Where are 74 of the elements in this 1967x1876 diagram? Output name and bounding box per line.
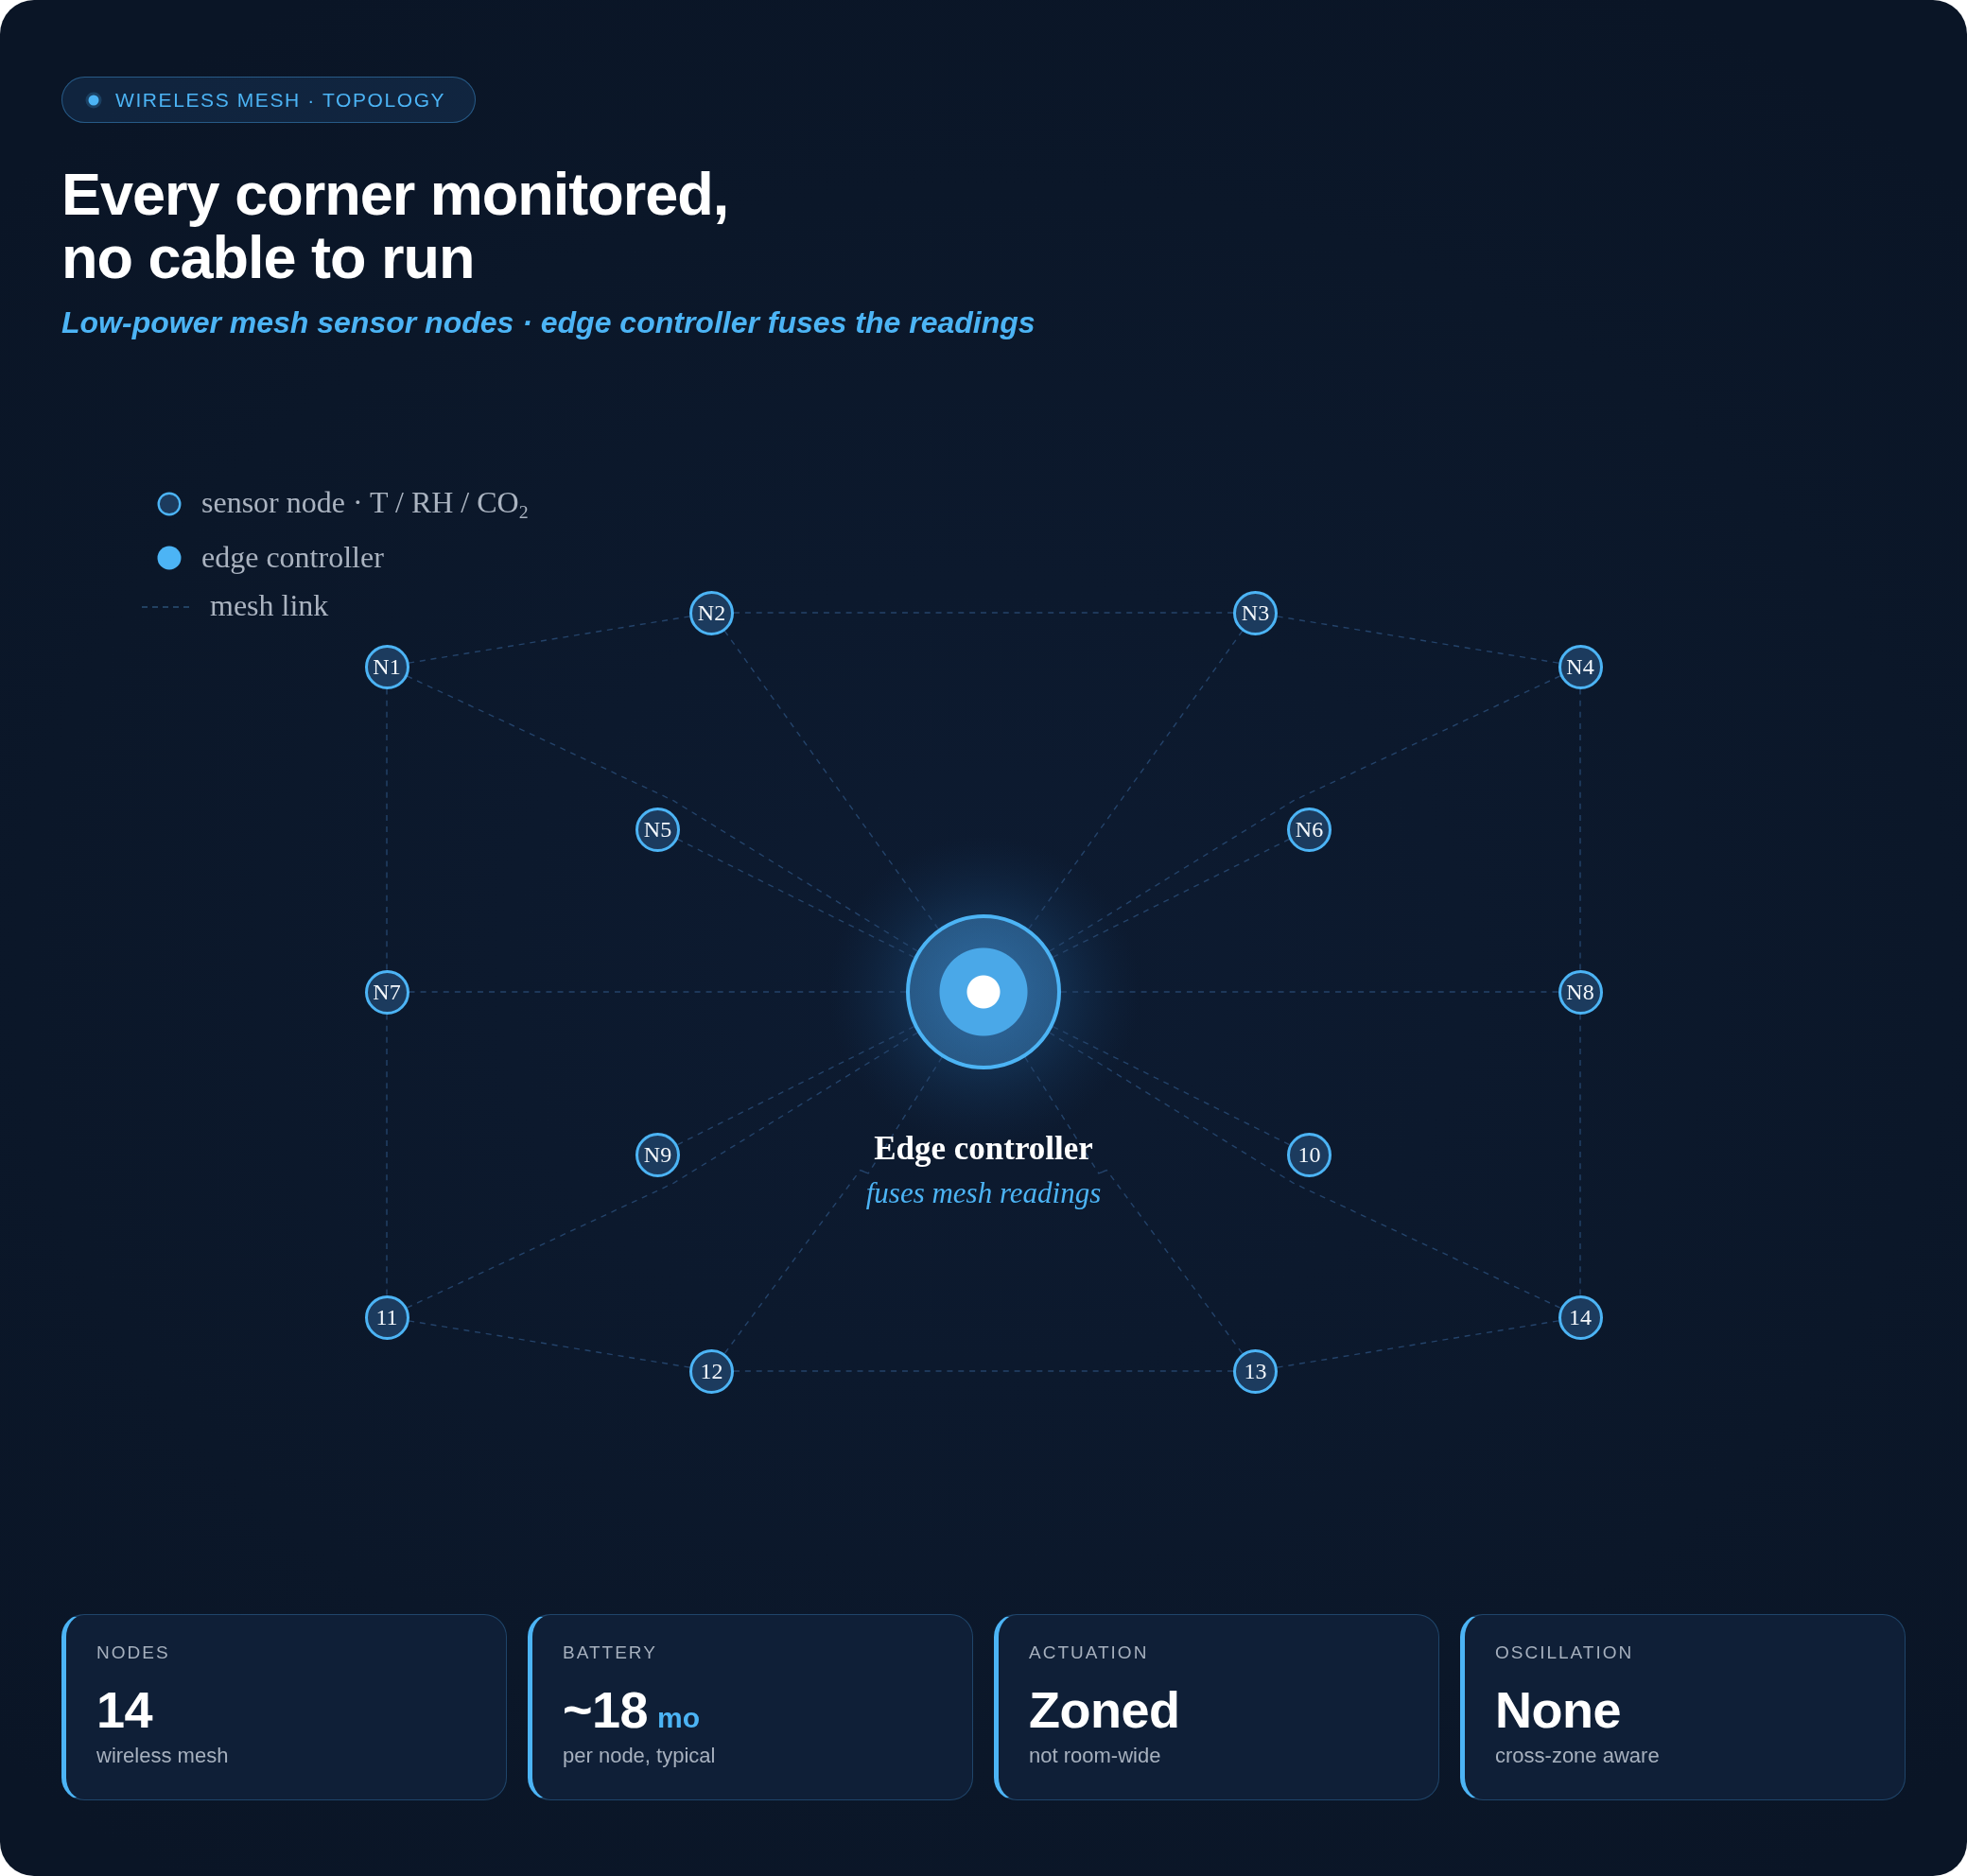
- mesh-link: [1277, 1320, 1559, 1368]
- sensor-node: [1558, 1294, 1603, 1340]
- node-subtitle: fuses mesh readings: [865, 1175, 1102, 1210]
- mesh-link: [1060, 991, 1559, 993]
- sensor-node: [1287, 807, 1332, 852]
- node-label: N7: [373, 981, 401, 1003]
- mesh-link: [723, 630, 939, 930]
- node-label: N2: [697, 601, 726, 624]
- mesh-link: [1579, 687, 1581, 971]
- node-label: N8: [1566, 981, 1594, 1003]
- mesh-link: [723, 1056, 943, 1354]
- stat-card: [61, 1614, 507, 1800]
- stat-value: Zoned: [1029, 1680, 1180, 1738]
- mesh-link: [406, 1032, 918, 1309]
- mesh-link: [733, 612, 1234, 614]
- mesh-link: [386, 1013, 388, 1296]
- stat-value: None: [1495, 1680, 1621, 1738]
- sensor-node: [635, 807, 680, 852]
- stat-card: [1460, 1614, 1906, 1800]
- stat-note: cross-zone aware: [1495, 1743, 1660, 1768]
- mesh-link: [733, 1370, 1234, 1372]
- node-label: N6: [1295, 818, 1324, 841]
- node-label: N9: [643, 1143, 672, 1166]
- page-title: Every corner monitored, no cable to run: [61, 163, 730, 289]
- mesh-link: [1052, 1025, 1291, 1146]
- tag-text: WIRELESS MESH · TOPOLOGY: [115, 88, 446, 112]
- mesh-link: [1052, 838, 1291, 959]
- sensor-node: [635, 1132, 680, 1177]
- sensor-node: [1233, 590, 1278, 635]
- mesh-link: [676, 838, 915, 959]
- node-label: 11: [375, 1306, 398, 1329]
- mesh-link: [676, 1025, 915, 1146]
- subtitle: Low-power mesh sensor nodes · edge controller fuses the readings: [61, 304, 1036, 339]
- node-label: N1: [373, 655, 401, 678]
- sensor-node: [689, 1348, 734, 1394]
- node-title: Edge controller: [874, 1130, 1093, 1168]
- legend-label: mesh link: [210, 588, 329, 622]
- mesh-link: [408, 1320, 691, 1368]
- mesh-link: [1277, 616, 1559, 664]
- stat-unit: mo: [657, 1701, 701, 1734]
- legend-label: edge controller: [201, 539, 384, 574]
- node-label: 13: [1244, 1360, 1267, 1382]
- stat-label: OSCILLATION: [1495, 1642, 1634, 1663]
- mesh-link: [1049, 1032, 1561, 1309]
- mesh-link: [406, 675, 918, 952]
- node-label: N3: [1241, 601, 1270, 624]
- mesh-link: [1024, 1056, 1244, 1354]
- topic-tag: [61, 77, 476, 123]
- mesh-link: [408, 616, 691, 664]
- mesh-link: [1579, 1013, 1581, 1296]
- node-label: 12: [700, 1360, 723, 1382]
- stat-value: 14: [96, 1680, 153, 1738]
- node-label: 10: [1297, 1143, 1321, 1166]
- mesh-link: [1028, 630, 1244, 930]
- stat-card: [528, 1614, 973, 1800]
- stat-note: not room-wide: [1029, 1743, 1161, 1768]
- mesh-link: [408, 991, 907, 993]
- sensor-node: [689, 590, 734, 635]
- sensor-node: [1233, 1348, 1278, 1394]
- stat-note: wireless mesh: [96, 1743, 229, 1768]
- stat-note: per node, typical: [563, 1743, 716, 1768]
- sensor-node: [1558, 644, 1603, 689]
- stat-label: NODES: [96, 1642, 170, 1663]
- node-label: 14: [1569, 1306, 1592, 1329]
- legend-label: sensor node · T / RH / CO$_{2}$: [201, 485, 529, 519]
- stat-card: [994, 1614, 1439, 1800]
- node-label: N4: [1566, 655, 1594, 678]
- sensor-node: [1287, 1132, 1332, 1177]
- stat-label: ACTUATION: [1029, 1642, 1149, 1663]
- node-label: N5: [643, 818, 672, 841]
- mesh-link: [1049, 675, 1561, 952]
- mesh-link: [386, 687, 388, 971]
- stat-value: ~18: [563, 1680, 649, 1738]
- stat-label: BATTERY: [563, 1642, 657, 1663]
